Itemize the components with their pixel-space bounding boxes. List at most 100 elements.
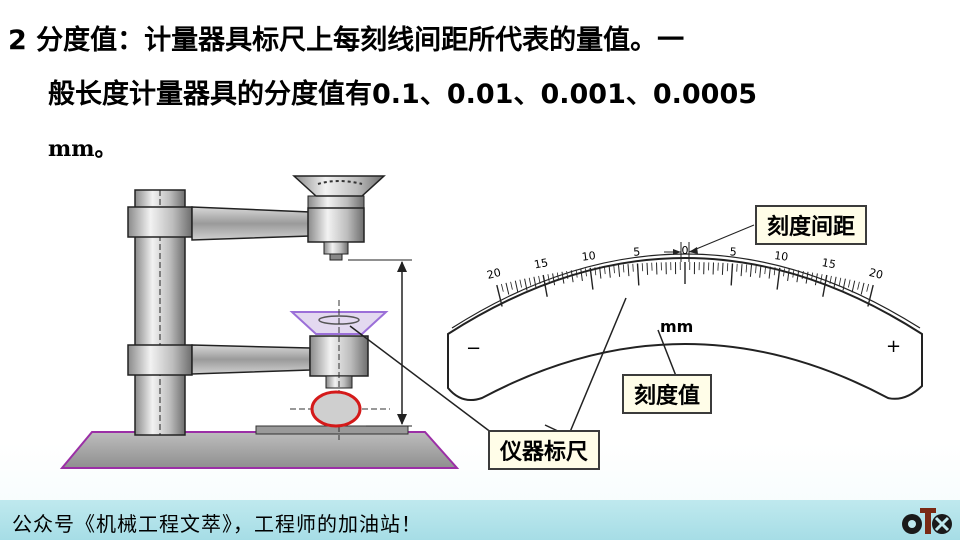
minor-tick <box>805 271 809 284</box>
minor-tick <box>749 264 752 277</box>
scale-number: 0 <box>682 244 689 257</box>
half-tick <box>783 268 785 277</box>
minor-tick <box>524 278 528 291</box>
minor-tick <box>627 264 630 277</box>
half-tick <box>773 267 776 276</box>
half-tick <box>585 268 587 277</box>
upper-head <box>307 195 365 209</box>
footer-bar: 公众号《机械工程文萃》，工程师的加油站！ <box>0 500 960 540</box>
half-tick <box>866 283 869 292</box>
lower-arm <box>191 344 311 375</box>
scale-number: 20 <box>486 266 503 282</box>
leader-instrument-scale-1 <box>569 297 627 433</box>
minor-tick <box>833 276 837 289</box>
minor-tick <box>860 282 865 295</box>
scale-number: 20 <box>868 266 885 282</box>
minor-tick <box>599 266 602 279</box>
minor-tick <box>608 265 611 278</box>
upper-arm <box>191 206 311 241</box>
half-tick <box>755 265 757 274</box>
half-tick <box>501 283 504 292</box>
major-tick <box>542 274 548 297</box>
leader-instrument-scale-3 <box>349 325 497 437</box>
curved-scale-plate <box>447 257 923 401</box>
half-tick <box>547 274 550 283</box>
upper-collar <box>127 206 193 238</box>
scale-unit: mm <box>660 317 693 336</box>
minor-tick <box>787 268 790 281</box>
half-tick <box>820 274 823 283</box>
minor-tick <box>580 268 583 281</box>
half-tick <box>801 271 804 280</box>
scale-number: 10 <box>581 249 596 264</box>
minor-tick <box>851 280 856 293</box>
half-tick <box>764 266 766 275</box>
scale-ticks <box>496 261 874 307</box>
half-tick <box>792 269 795 278</box>
half-tick <box>632 263 634 272</box>
definition-text: 2 分度值：计量器具标尺上每刻线间距所代表的量值。一 般长度计量器具的分度值有0… <box>8 14 953 176</box>
major-tick <box>867 284 874 307</box>
minor-tick <box>768 266 771 279</box>
definition-line-2: 般长度计量器具的分度值有0.1、0.01、0.001、0.0005 <box>48 79 758 110</box>
label-scale-value: 刻度值 <box>622 374 713 414</box>
minor-tick <box>646 262 649 275</box>
half-tick <box>566 271 569 280</box>
footer-text: 公众号《机械工程文萃》，工程师的加油站！ <box>12 512 422 536</box>
minor-tick <box>552 273 556 286</box>
minor-tick <box>514 280 519 293</box>
scale-plus-sign: + <box>886 336 901 357</box>
half-tick <box>641 263 644 272</box>
minor-tick <box>740 264 743 277</box>
major-tick <box>496 284 503 307</box>
workpiece <box>310 390 362 428</box>
half-tick <box>838 277 842 286</box>
scale-number: 5 <box>729 245 737 258</box>
half-tick <box>594 267 597 276</box>
half-tick <box>848 279 851 288</box>
lower-collar <box>127 344 193 376</box>
gear-logo-icon <box>902 508 952 534</box>
minor-tick <box>796 270 800 283</box>
half-tick <box>528 277 532 286</box>
dial-indicator <box>292 175 386 197</box>
instrument-base <box>59 431 460 469</box>
minor-tick <box>814 273 818 286</box>
major-tick <box>822 274 828 297</box>
half-tick <box>604 266 606 275</box>
half-tick <box>736 263 738 272</box>
definition-line-1: 2 分度值：计量器具标尺上每刻线间距所代表的量值。一 <box>8 25 685 56</box>
minor-tick <box>842 278 846 291</box>
half-tick <box>510 281 513 290</box>
minor-tick <box>759 265 762 278</box>
half-tick <box>538 275 541 284</box>
minor-tick <box>570 270 574 283</box>
half-tick <box>575 269 578 278</box>
minor-tick <box>721 262 724 275</box>
half-tick <box>829 275 832 284</box>
minor-tick <box>561 271 565 284</box>
half-tick <box>556 272 559 281</box>
scale-number: 15 <box>821 256 837 271</box>
half-tick <box>811 272 814 281</box>
half-tick <box>857 281 860 290</box>
half-tick <box>519 279 522 288</box>
scale-number: 10 <box>773 249 788 264</box>
minor-tick <box>505 282 510 295</box>
label-tick-spacing: 刻度间距 <box>755 205 868 245</box>
major-tick <box>589 267 594 290</box>
major-tick <box>730 263 734 286</box>
half-tick <box>622 264 625 273</box>
label-instrument-scale: 仪器标尺 <box>488 430 601 470</box>
scale-number: 5 <box>633 245 641 258</box>
minor-tick <box>618 264 621 277</box>
major-tick <box>636 263 640 286</box>
half-tick <box>726 263 729 272</box>
half-tick <box>745 264 748 273</box>
leader-scale-value <box>657 329 677 377</box>
minor-tick <box>533 276 537 289</box>
half-tick <box>613 265 615 274</box>
major-tick <box>776 267 781 290</box>
